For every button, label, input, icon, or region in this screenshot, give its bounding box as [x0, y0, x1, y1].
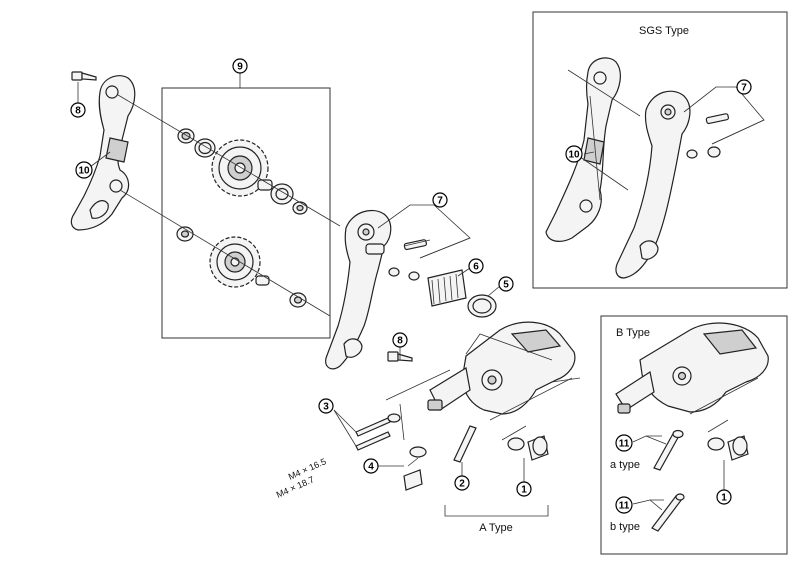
callout-11-a: 11 — [615, 434, 633, 452]
svg-text:8: 8 — [75, 106, 81, 117]
callout-10-sgs: 10 — [565, 145, 583, 163]
svg-text:3: 3 — [323, 402, 329, 413]
svg-text:7: 7 — [437, 196, 443, 207]
svg-text:11: 11 — [619, 439, 630, 450]
outer-plate-part — [70, 75, 136, 231]
callout-8-middle: 8 — [392, 332, 408, 348]
callout-9: 9 — [232, 58, 248, 74]
limit-screws — [355, 413, 401, 451]
lower-pulley-wheel — [209, 236, 261, 288]
svg-text:10: 10 — [78, 166, 90, 177]
svg-text:1: 1 — [721, 493, 727, 504]
svg-text:7: 7 — [741, 83, 747, 94]
bolt-8-top — [71, 71, 97, 81]
callout-7-sgs: 7 — [736, 79, 752, 95]
callout-1-b: 1 — [716, 489, 732, 505]
b-type-screw — [651, 493, 685, 532]
callout-11-b: 11 — [615, 496, 633, 514]
callout-7-middle: 7 — [432, 192, 448, 208]
callout-3: 3 — [318, 398, 334, 414]
callout-6: 6 — [468, 258, 484, 274]
callout-1-a: 1 — [516, 481, 532, 497]
svg-text:5: 5 — [503, 280, 509, 291]
a-type-label: a type — [610, 459, 640, 471]
b-type-label: b type — [610, 521, 640, 533]
lower-pulley-stack — [176, 226, 307, 308]
svg-text:4: 4 — [368, 462, 374, 473]
callout-8-top: 8 — [70, 102, 86, 118]
svg-text:6: 6 — [473, 262, 479, 273]
cage-ring — [467, 294, 497, 318]
callout-2: 2 — [454, 475, 470, 491]
sgs-type-title: SGS Type — [639, 25, 689, 37]
sgs-inner-plate — [615, 90, 691, 279]
adjuster-bolt-set — [403, 446, 427, 491]
bolt-8-middle — [387, 351, 413, 362]
derailleur-body — [427, 321, 576, 415]
a-type-bolt — [507, 435, 549, 461]
svg-text:10: 10 — [568, 150, 580, 161]
svg-text:2: 2 — [459, 479, 465, 490]
b-type-bolt — [707, 435, 749, 461]
b-type-panel — [600, 315, 788, 555]
inner-plate-part — [325, 209, 392, 370]
sgs-outer-plate — [545, 57, 621, 242]
sgs-type-panel — [532, 11, 788, 289]
pulley-group-frame — [161, 87, 331, 339]
a-type-title: A Type — [479, 522, 512, 534]
pivot-bolt — [403, 239, 427, 251]
a-type-screw — [653, 429, 684, 471]
body-screw — [453, 425, 477, 463]
svg-text:8: 8 — [397, 336, 403, 347]
svg-text:9: 9 — [237, 62, 243, 73]
svg-text:1: 1 — [521, 485, 527, 496]
tension-spring — [388, 267, 467, 307]
a-type-bracket — [444, 505, 549, 517]
callout-5: 5 — [498, 276, 514, 292]
sgs-pivot-parts — [686, 113, 729, 159]
svg-text:11: 11 — [619, 501, 630, 512]
b-type-body — [615, 322, 769, 414]
callout-4: 4 — [363, 458, 379, 474]
b-type-title: B Type — [616, 327, 650, 339]
callout-10: 10 — [75, 161, 93, 179]
